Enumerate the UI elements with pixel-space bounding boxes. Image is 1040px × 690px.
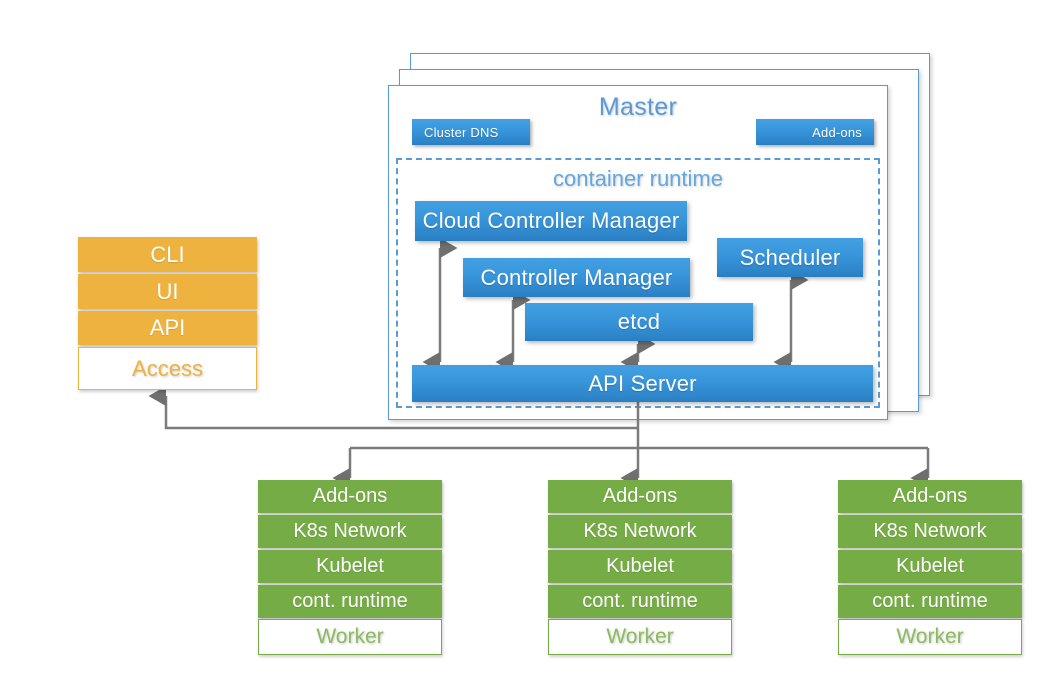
access-item-cli[interactable]: CLI [78, 237, 257, 272]
worker-2-layer-cont-runtime[interactable]: cont. runtime [548, 585, 732, 618]
worker-1-layer-cont-runtime[interactable]: cont. runtime [258, 585, 442, 618]
worker-2-label-box[interactable]: Worker [548, 619, 732, 655]
worker-1-layer-kubelet[interactable]: Kubelet [258, 550, 442, 583]
worker-2-layer-kubelet[interactable]: Kubelet [548, 550, 732, 583]
worker-1-layer-addons[interactable]: Add-ons [258, 480, 442, 513]
worker-1-label-box[interactable]: Worker [258, 619, 442, 655]
api-server-box[interactable]: API Server [412, 365, 873, 402]
worker-3-layer-addons[interactable]: Add-ons [838, 480, 1022, 513]
worker-3-label-box[interactable]: Worker [838, 619, 1022, 655]
container-runtime-title: container runtime [553, 166, 723, 191]
master-title: Master [598, 93, 678, 121]
etcd-box[interactable]: etcd [525, 303, 753, 341]
controller-manager-box[interactable]: Controller Manager [463, 258, 690, 297]
access-label-box[interactable]: Access [78, 347, 257, 390]
access-item-ui[interactable]: UI [78, 274, 257, 309]
scheduler-box[interactable]: Scheduler [717, 238, 863, 277]
cloud-controller-manager-box[interactable]: Cloud Controller Manager [415, 201, 687, 241]
cluster-dns-box[interactable]: Cluster DNS [412, 119, 530, 145]
access-item-api[interactable]: API [78, 311, 257, 345]
worker-1-layer-k8s-network[interactable]: K8s Network [258, 515, 442, 548]
worker-3-layer-kubelet[interactable]: Kubelet [838, 550, 1022, 583]
worker-2-layer-k8s-network[interactable]: K8s Network [548, 515, 732, 548]
worker-2-layer-addons[interactable]: Add-ons [548, 480, 732, 513]
worker-3-layer-k8s-network[interactable]: K8s Network [838, 515, 1022, 548]
master-addons-box[interactable]: Add-ons [756, 119, 874, 145]
worker-3-layer-cont-runtime[interactable]: cont. runtime [838, 585, 1022, 618]
